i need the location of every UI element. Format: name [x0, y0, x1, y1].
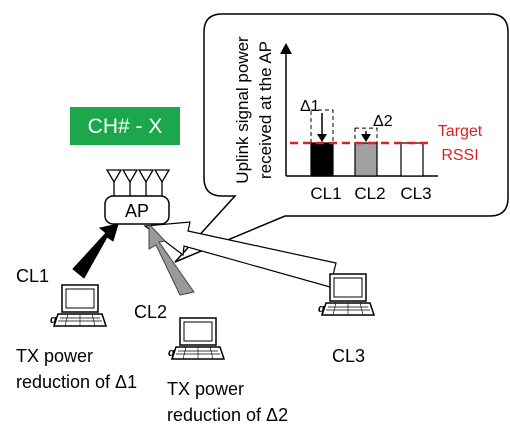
inset-xtick-cl1: CL1: [310, 184, 341, 203]
cl2-note-line2: reduction of Δ2: [167, 405, 288, 425]
inset-bar-cl1: [310, 142, 334, 177]
inset-xtick-cl2: CL2: [354, 184, 385, 203]
inset-bar-cl3: [400, 142, 424, 177]
inset-y-axis-arrowhead: [280, 43, 292, 54]
cl1-laptop-icon: [49, 284, 107, 327]
delta2-label: Δ2: [373, 113, 393, 130]
ap-antennas-icon: [105, 169, 171, 198]
cl1-uplink-arrow: [72, 223, 119, 279]
inset-original-bar-cl2: [354, 127, 378, 144]
ap-label: AP: [125, 201, 149, 221]
cl2-laptop-icon: [167, 317, 225, 360]
cl1-label: CL1: [16, 266, 49, 286]
target-label-line1: Target: [438, 123, 483, 140]
inset-reduction-arrowhead-cl2: [361, 134, 371, 142]
inset-callout: [174, 13, 509, 263]
channel-badge-text: CH# - X: [88, 115, 163, 138]
inset-reduction-arrowhead-cl1: [317, 134, 327, 142]
delta1-label: Δ1: [300, 98, 320, 115]
inset-xtick-cl3: CL3: [400, 184, 431, 203]
inset-ylabel-line2: received at the AP: [256, 41, 275, 179]
cl1-note-line2: reduction of Δ1: [16, 372, 137, 392]
access-point: AP: [104, 195, 170, 225]
target-label-line2: RSSI: [441, 147, 478, 164]
inset-chart: Uplink signal power received at the AP T…: [233, 36, 483, 203]
cl1-note-line1: TX power: [16, 346, 93, 366]
channel-badge: CH# - X: [70, 107, 180, 145]
inset-ylabel-line1: Uplink signal power: [233, 36, 252, 184]
cl2-note-line1: TX power: [167, 379, 244, 399]
inset-bar-cl2: [354, 142, 378, 177]
cl2-label: CL2: [134, 302, 167, 322]
cl3-label: CL3: [332, 346, 365, 366]
cl2-uplink-arrow: [148, 222, 195, 296]
channel-badge-bg: [70, 107, 180, 145]
